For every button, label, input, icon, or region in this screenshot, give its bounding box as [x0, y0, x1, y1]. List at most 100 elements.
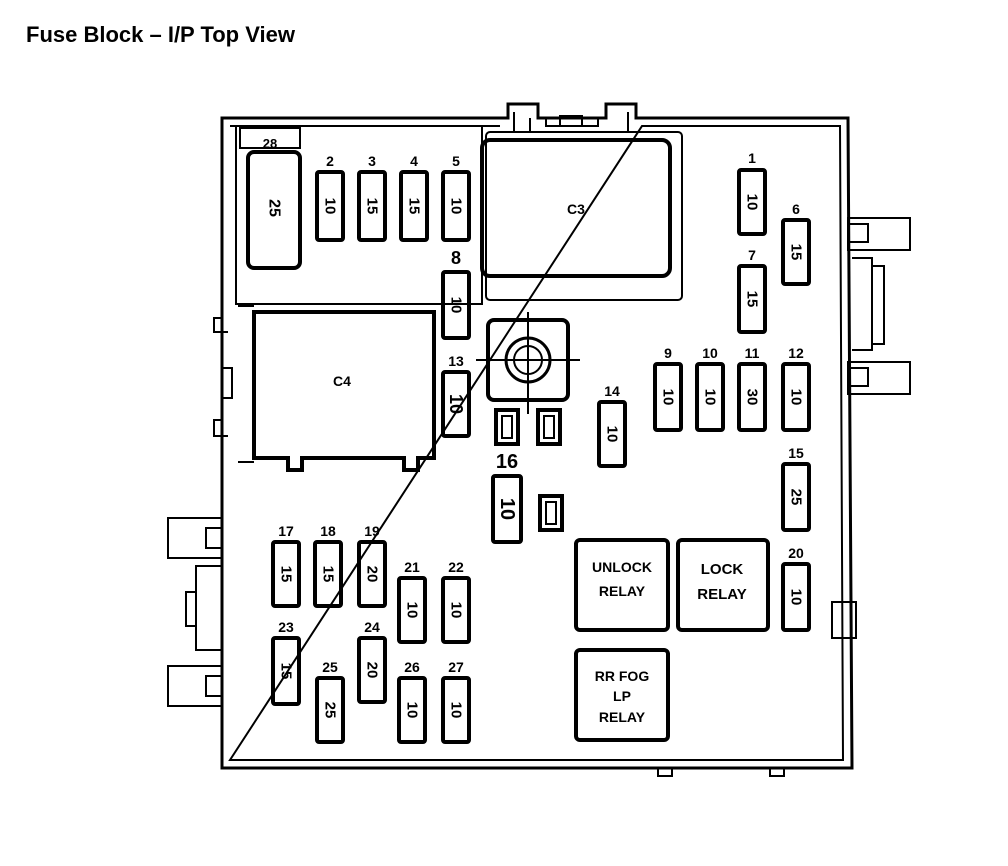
fuse-19-number: 19: [364, 523, 380, 539]
fuse-17-rating: 15: [278, 566, 295, 583]
fuse-13: 13 10: [441, 353, 471, 438]
fuse-5: 5 10: [441, 153, 471, 242]
fuse-23-rating: 15: [278, 663, 295, 680]
fuse-2-number: 2: [326, 153, 334, 169]
fuse-12-rating: 10: [788, 389, 805, 406]
relay-rr-fog-line1: RR FOG: [595, 668, 650, 684]
fuse-4-number: 4: [410, 153, 418, 169]
fuse-5-number: 5: [452, 153, 460, 169]
fuse-13-rating: 10: [446, 394, 466, 414]
relay-unlock: UNLOCK RELAY: [574, 538, 670, 632]
fuse-26-rating: 10: [404, 702, 421, 719]
fuse-6-number: 6: [792, 201, 800, 217]
fuse-19-rating: 20: [364, 566, 381, 583]
fuse-28: 28 25: [246, 136, 302, 270]
fuse-7-number: 7: [748, 247, 756, 263]
diagram-title: Fuse Block – I/P Top View: [26, 22, 295, 47]
relay-unlock-line2: RELAY: [599, 583, 646, 599]
fuse-9-number: 9: [664, 345, 672, 361]
relay-lock-line2: RELAY: [697, 586, 746, 603]
fuse-20: 20 10: [781, 545, 811, 632]
fuse-26-number: 26: [404, 659, 420, 675]
connector-c3: C3: [480, 138, 672, 278]
fuse-24: 24 20: [357, 619, 387, 704]
fuse-6-rating: 15: [788, 244, 805, 261]
fuse-1: 1 10: [737, 150, 767, 236]
fuse-3-number: 3: [368, 153, 376, 169]
fuse-5-rating: 10: [448, 198, 465, 215]
fuse-21-rating: 10: [404, 602, 421, 619]
fuse-14-number: 14: [604, 383, 620, 399]
fuse-block-housing: [167, 102, 911, 777]
fuse-15: 15 25: [781, 445, 811, 532]
fuse-7: 7 15: [737, 247, 767, 334]
relay-lock: LOCK RELAY: [676, 538, 770, 632]
fuse-4: 4 15: [399, 153, 429, 242]
fuse-11-number: 11: [745, 345, 760, 361]
fuse-18-number: 18: [320, 523, 336, 539]
fuse-27-number: 27: [448, 659, 464, 675]
fuse-3: 3 15: [357, 153, 387, 242]
fuse-26: 26 10: [397, 659, 427, 744]
fuse-4-rating: 15: [406, 198, 423, 215]
relay-rr-fog-lp: RR FOG LP RELAY: [574, 648, 670, 742]
fuse-8: 8 10: [441, 248, 471, 340]
fuse-17-number: 17: [278, 523, 294, 539]
fuse-1-number: 1: [748, 150, 756, 166]
connector-c3-label: C3: [567, 201, 585, 217]
fuse-10-rating: 10: [702, 389, 719, 406]
fuse-18-rating: 15: [320, 566, 337, 583]
connector-c4: C4: [238, 305, 436, 472]
small-terminals: [494, 408, 564, 532]
fuse-25: 25 25: [315, 659, 345, 744]
fuse-28-number: 28: [263, 136, 277, 151]
relay-lock-line1: LOCK: [701, 561, 744, 578]
fuse-9-rating: 10: [660, 389, 677, 406]
fuse-8-rating: 10: [448, 297, 465, 314]
relay-rr-fog-line3: RELAY: [599, 709, 646, 725]
fuse-16-number: 16: [496, 451, 518, 473]
fuse-13-number: 13: [448, 353, 464, 369]
fuse-1-rating: 10: [744, 194, 761, 211]
fuse-24-rating: 20: [364, 662, 381, 679]
fuse-25-rating: 25: [322, 702, 339, 719]
fuse-15-rating: 25: [788, 489, 805, 506]
fuse-8-number: 8: [451, 248, 461, 268]
fuse-16: 16 10: [491, 451, 523, 544]
fuse-23: 23 15: [271, 619, 301, 706]
fuse-20-number: 20: [788, 545, 804, 561]
fuse-17: 17 15: [271, 523, 301, 608]
fuse-18: 18 15: [313, 523, 343, 608]
fuse-2: 2 10: [315, 153, 345, 242]
fuse-21-number: 21: [404, 559, 420, 575]
fuse-22-number: 22: [448, 559, 464, 575]
relay-rr-fog-line2: LP: [613, 688, 631, 704]
relay-unlock-line1: UNLOCK: [592, 559, 652, 575]
connector-c4-label: C4: [333, 373, 351, 389]
fuse-22-rating: 10: [448, 602, 465, 619]
mounting-stud: [476, 312, 580, 414]
fuse-20-rating: 10: [788, 589, 805, 606]
fuse-14-rating: 10: [604, 426, 621, 443]
fuse-14: 14 10: [597, 383, 627, 468]
fuse-11-rating: 30: [744, 389, 761, 406]
fuse-16-rating: 10: [496, 498, 518, 520]
fuse-19: 19 20: [357, 523, 387, 608]
fuse-25-number: 25: [322, 659, 338, 675]
fuse-2-rating: 10: [322, 198, 339, 215]
fuse-23-number: 23: [278, 619, 294, 635]
fuse-7-rating: 15: [744, 291, 761, 308]
fuse-22: 22 10: [441, 559, 471, 644]
fuse-28-rating: 25: [266, 199, 283, 217]
fuse-3-rating: 15: [364, 198, 381, 215]
fuse-12: 12 10: [781, 345, 811, 432]
fuse-12-number: 12: [788, 345, 804, 361]
fuse-27: 27 10: [441, 659, 471, 744]
fuse-27-rating: 10: [448, 702, 465, 719]
fuse-21: 21 10: [397, 559, 427, 644]
fuse-10-number: 10: [702, 345, 718, 361]
fuse-15-number: 15: [788, 445, 804, 461]
fuse-24-number: 24: [364, 619, 380, 635]
fuse-9: 9 10: [653, 345, 683, 432]
